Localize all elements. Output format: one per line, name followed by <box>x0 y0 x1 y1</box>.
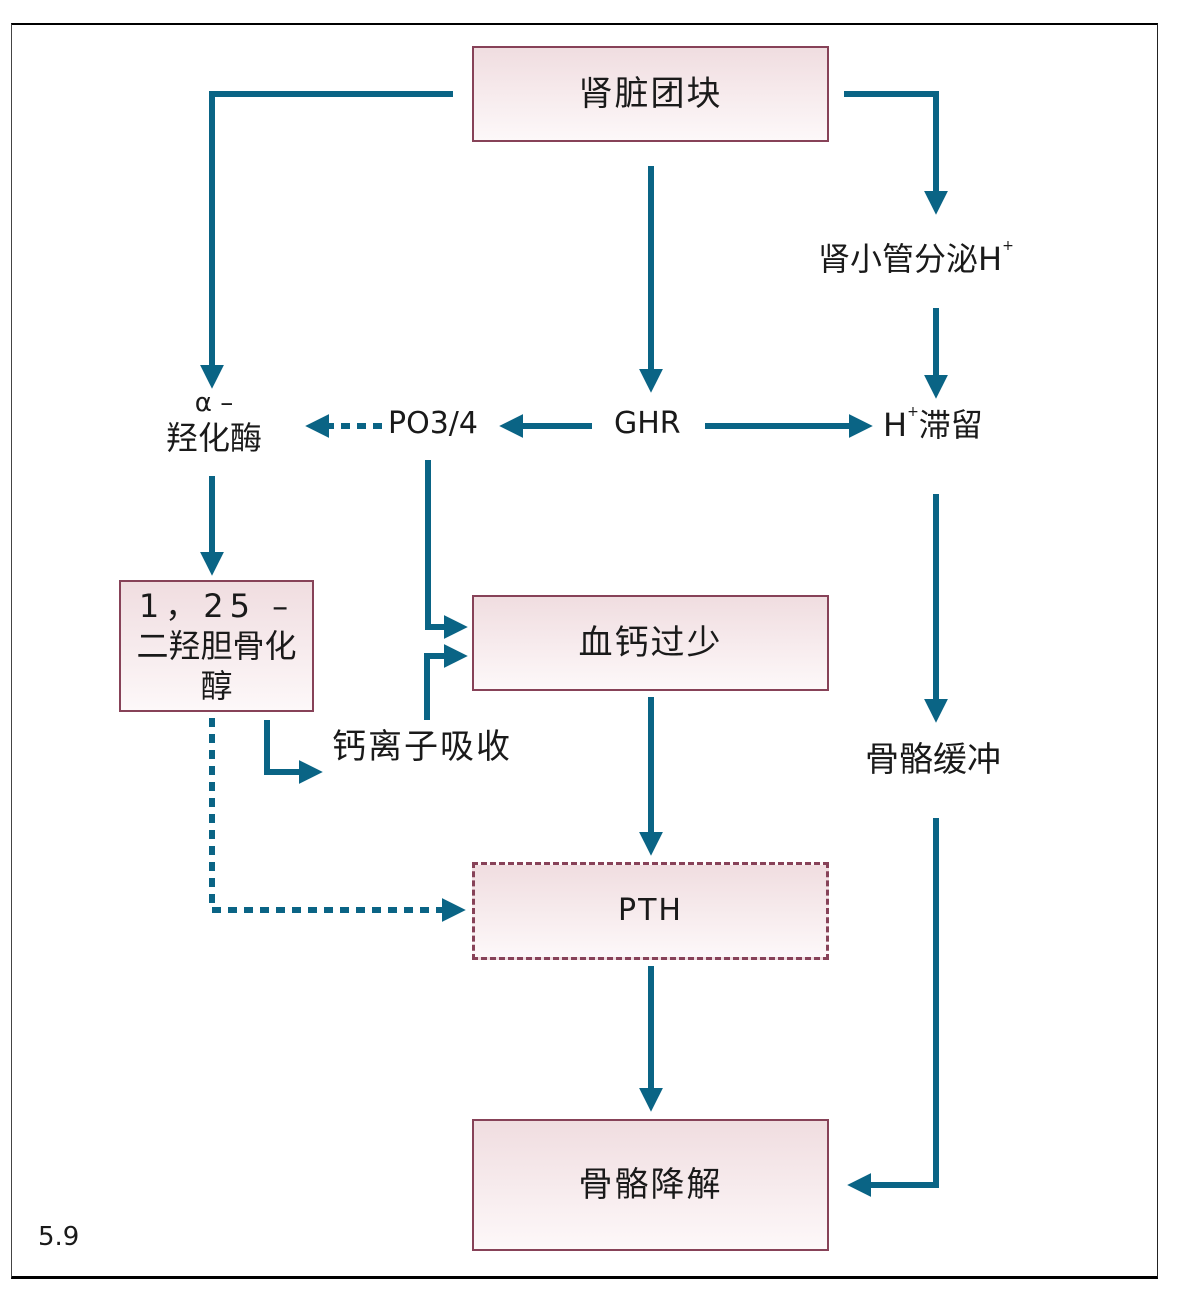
node-ghr: GHR <box>614 406 681 442</box>
node-renal-mass-label: 肾脏团块 <box>578 73 723 114</box>
node-calcium-absorption-label: 钙离子吸收 <box>332 727 512 767</box>
edge-calcitriol-to-pth <box>209 718 466 922</box>
edge-renal-to-tubular <box>844 91 948 215</box>
figure-frame <box>11 23 1158 1279</box>
superscript-plus: + <box>907 404 919 420</box>
edge-renal-to-hydroxylase <box>200 91 453 389</box>
node-bone-resorption: 骨骼降解 <box>472 1119 829 1251</box>
edge-buffering-to-resorption <box>847 818 939 1197</box>
node-pth: PTH <box>472 862 829 960</box>
node-phosphate: PO3/4 <box>388 406 478 442</box>
edge-absorption-to-hypocalcemia <box>424 644 468 720</box>
node-calcitriol: 1，25 – 二羟胆骨化醇 <box>119 580 314 712</box>
node-tubular-h-secretion: 肾小管分泌H+ <box>818 238 1014 278</box>
superscript-plus: + <box>1002 238 1014 254</box>
node-calcium-absorption: 钙离子吸收 <box>332 727 512 768</box>
node-hypocalcemia-label: 血钙过少 <box>578 622 723 663</box>
node-hydroxylase-label: 羟化酶 <box>165 419 262 458</box>
node-h-retention-prefix: H <box>883 406 908 444</box>
edge-calcitriol-to-absorption <box>264 720 323 784</box>
node-bone-buffering: 骨骼缓冲 <box>865 740 1001 781</box>
node-hydroxylase: α – 羟化酶 <box>150 388 278 458</box>
node-bone-buffering-label: 骨骼缓冲 <box>865 740 1001 780</box>
node-hypocalcemia: 血钙过少 <box>472 595 829 691</box>
figure-number: 5.9 <box>38 1222 80 1252</box>
node-h-retention: H+滞留 <box>883 404 983 444</box>
node-ghr-label: GHR <box>614 406 681 441</box>
node-calcitriol-line2: 二羟胆骨化醇 <box>136 627 297 705</box>
node-tubular-h-secretion-label: 肾小管分泌H <box>818 240 1003 278</box>
edge-phosphate-to-hypocalcemia <box>425 460 468 639</box>
node-h-retention-label: 滞留 <box>918 406 983 444</box>
node-calcitriol-line1: 1，25 – <box>138 587 295 625</box>
node-renal-mass: 肾脏团块 <box>472 46 829 142</box>
node-bone-resorption-label: 骨骼降解 <box>578 1164 723 1205</box>
node-pth-label: PTH <box>618 893 683 929</box>
node-alpha-prefix: α – <box>194 388 234 418</box>
node-phosphate-label: PO3/4 <box>388 406 478 441</box>
